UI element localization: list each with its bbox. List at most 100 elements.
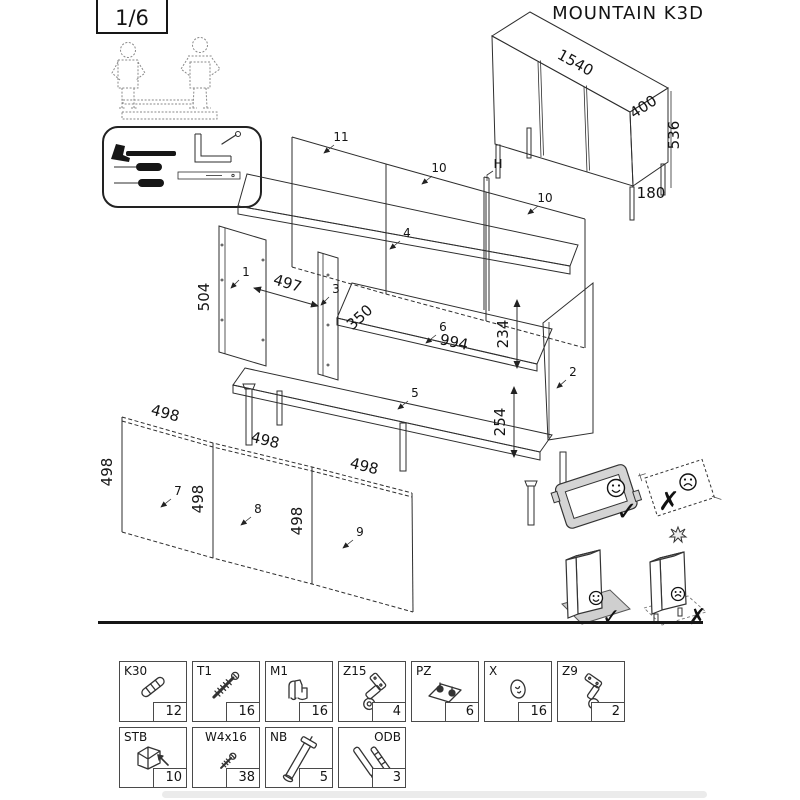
confirmat-screw-icon bbox=[212, 671, 240, 699]
hardware-item-w4x16: W4x16 38 bbox=[192, 727, 260, 788]
dim-498-door9-side: 498 bbox=[288, 507, 306, 536]
dim-498-door8-top: 498 bbox=[249, 428, 281, 452]
hardware-code: PZ bbox=[416, 664, 432, 678]
hardware-item-t1: T1 16 bbox=[192, 661, 260, 722]
hardware-qty: 5 bbox=[299, 768, 333, 788]
hardware-item-z9: Z9 2 bbox=[557, 661, 625, 722]
section-divider-line bbox=[98, 621, 703, 624]
hardware-code: X bbox=[489, 664, 498, 678]
person-right-icon bbox=[180, 37, 221, 109]
corner-bracket-icon bbox=[137, 746, 169, 770]
part-label-1: 1 bbox=[242, 265, 250, 279]
top-panel bbox=[237, 173, 579, 275]
hardware-item-x: X 16 bbox=[484, 661, 552, 722]
two-person-illustration bbox=[111, 37, 221, 120]
wood-screw-icon bbox=[220, 752, 237, 769]
hardware-item-k30: K30 12 bbox=[119, 661, 187, 722]
cross-icon: ✗ bbox=[658, 487, 680, 517]
screwdriver-icon bbox=[114, 179, 164, 187]
hardware-item-z15: Z15 4 bbox=[338, 661, 406, 722]
hardware-item-odb: ODB 3 bbox=[338, 727, 406, 788]
screwdriver-icon bbox=[114, 163, 162, 171]
footer-shadow-bar bbox=[162, 791, 707, 798]
hinge-plate-icon bbox=[428, 682, 462, 703]
dim-504: 504 bbox=[195, 283, 213, 312]
back-panels bbox=[291, 136, 586, 349]
part-labels: 11 10 H 10 4 1 3 6 2 5 7 8 9 bbox=[160, 130, 577, 549]
hardware-qty: 16 bbox=[299, 702, 333, 722]
sideboard-drawing bbox=[491, 11, 672, 221]
centre-divider-panel bbox=[317, 251, 339, 381]
hardware-item-pz: PZ 6 bbox=[411, 661, 479, 722]
dim-498-door9-top: 498 bbox=[348, 454, 380, 478]
dim-254: 254 bbox=[491, 408, 509, 437]
smiley-face-icon bbox=[588, 590, 604, 606]
part-label-10a: 10 bbox=[431, 161, 446, 175]
hardware-qty: 16 bbox=[226, 702, 260, 722]
assembled-product-view: 1540 400 536 180 bbox=[491, 11, 683, 221]
dim-498-door7-side: 498 bbox=[98, 458, 116, 487]
hardware-item-m1: M1 16 bbox=[265, 661, 333, 722]
part-label-9: 9 bbox=[356, 525, 364, 539]
hardware-qty: 10 bbox=[153, 768, 187, 788]
middle-shelf bbox=[336, 282, 553, 372]
cross-icon: ✗ bbox=[688, 605, 706, 630]
hardware-qty: 12 bbox=[153, 702, 187, 722]
product-title: MOUNTAIN K3D bbox=[552, 3, 704, 24]
page-number-box: 1/6 bbox=[96, 0, 168, 34]
hardware-qty: 4 bbox=[372, 702, 406, 722]
sad-face-icon bbox=[679, 473, 697, 491]
exploded-view: 504 497 350 994 234 254 498 498 498 498 … bbox=[98, 130, 594, 613]
part-label-3: 3 bbox=[332, 282, 340, 296]
hardware-code: NB bbox=[270, 730, 288, 744]
h-connector-strip bbox=[483, 176, 490, 311]
hardware-qty: 3 bbox=[372, 768, 406, 788]
legs bbox=[242, 383, 567, 526]
part-label-5: 5 bbox=[411, 386, 419, 400]
person-left-icon bbox=[111, 42, 146, 109]
dim-497: 497 bbox=[271, 270, 304, 296]
part-label-6: 6 bbox=[439, 320, 447, 334]
lay-flat-hard-bad-icon: ✗ bbox=[637, 458, 722, 544]
product-width-dim: 1540 bbox=[554, 45, 596, 79]
part-label-11: 11 bbox=[333, 130, 348, 144]
hinge-icon bbox=[363, 672, 387, 711]
hardware-code: W4x16 bbox=[205, 730, 247, 744]
lay-flat-soft-ok-icon: ✓ bbox=[550, 464, 643, 529]
part-label-2: 2 bbox=[569, 365, 577, 379]
stand-hard-bad-icon: ✗ bbox=[643, 551, 707, 630]
dowel-icon bbox=[141, 676, 165, 698]
hardware-code: STB bbox=[124, 730, 148, 744]
hardware-item-stb: STB 10 bbox=[119, 727, 187, 788]
cam-fitting-icon bbox=[288, 679, 308, 701]
part-label-4: 4 bbox=[403, 226, 411, 240]
product-height-dim: 536 bbox=[665, 121, 683, 150]
hammer-icon bbox=[111, 144, 176, 162]
hardware-code: K30 bbox=[124, 664, 148, 678]
page-number: 1/6 bbox=[115, 6, 149, 30]
smiley-face-icon bbox=[606, 478, 626, 498]
stand-soft-ok-icon: ✓ bbox=[561, 549, 631, 630]
sad-face-icon bbox=[670, 586, 686, 602]
part-label-h: H bbox=[493, 157, 502, 171]
impact-burst-icon bbox=[668, 525, 688, 544]
hardware-qty: 38 bbox=[226, 768, 260, 788]
bottom-panel bbox=[232, 367, 553, 461]
cover-cap-icon bbox=[510, 679, 526, 699]
dim-498-door7-top: 498 bbox=[149, 401, 181, 426]
warning-pictograms: ✓ ✗ bbox=[550, 458, 722, 630]
dim-498-door8-side: 498 bbox=[189, 485, 207, 514]
hardware-code: Z15 bbox=[343, 664, 367, 678]
hardware-qty: 16 bbox=[518, 702, 552, 722]
dim-234: 234 bbox=[494, 320, 512, 349]
hardware-qty: 2 bbox=[591, 702, 625, 722]
hardware-code: T1 bbox=[197, 664, 212, 678]
square-ruler-icon bbox=[194, 131, 241, 163]
hardware-qty: 6 bbox=[445, 702, 479, 722]
hardware-code: Z9 bbox=[562, 664, 578, 678]
hardware-code: ODB bbox=[374, 730, 401, 744]
doors bbox=[121, 416, 414, 613]
dim-994: 994 bbox=[438, 330, 470, 354]
dimension-arrows bbox=[253, 286, 521, 458]
hardware-code: M1 bbox=[270, 664, 288, 678]
